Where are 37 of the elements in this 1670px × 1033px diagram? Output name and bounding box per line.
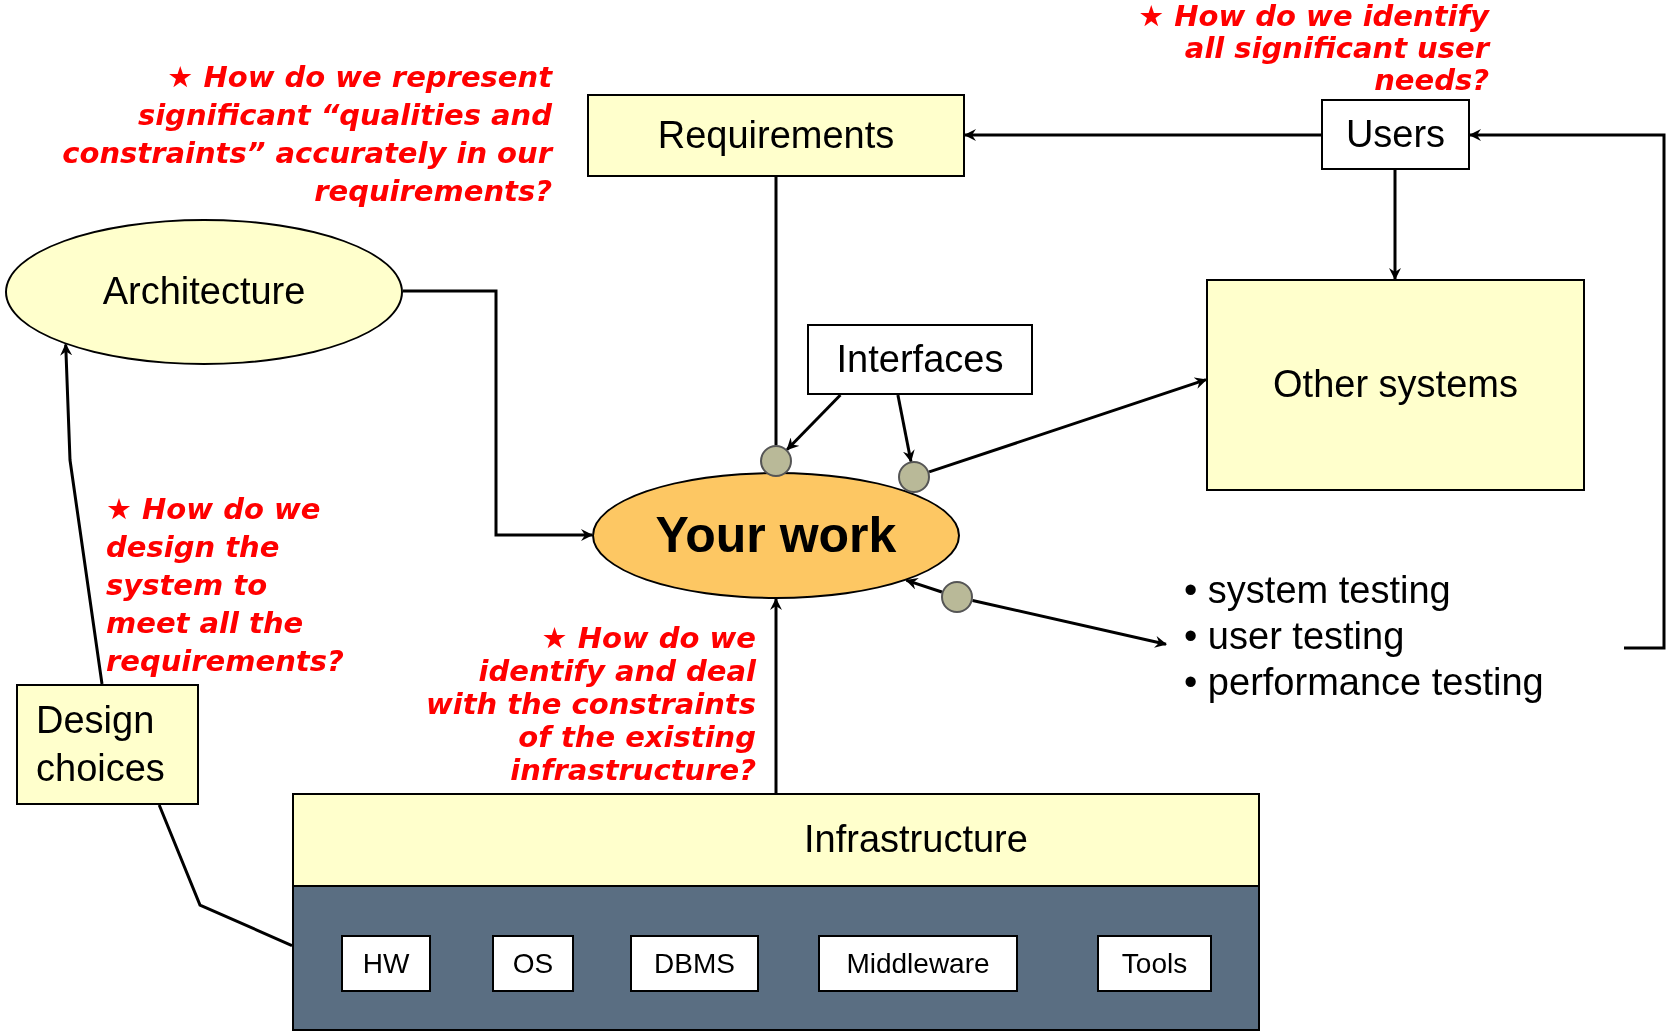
connector-dot [760,445,792,477]
arrow [972,599,1167,648]
process-box: HW [341,935,431,992]
list-item: • system testing [1184,568,1452,613]
process-box: DBMS [630,935,759,992]
question-note: ★ How do we identify all significant user needs? [1137,0,1489,96]
arrow [964,129,1321,141]
arrow [1469,129,1666,650]
list-item: • user testing [1184,614,1406,659]
connector-line [774,177,778,445]
process-box: Interfaces [807,324,1033,395]
layer-panel [292,793,1260,1031]
connector-dot [898,461,930,493]
process-box: Other systems [1206,279,1585,491]
question-note: ★ How do we identify and deal with the constraints of the existing infrastructure? [424,622,756,787]
arrow [905,578,943,594]
question-note: ★ How do we represent significant “qualities and constraints” accurately in our requirements? [61,59,552,210]
list-item: • performance testing [1184,660,1545,705]
ellipse-node: Architecture [5,219,403,365]
process-box: Users [1321,99,1470,170]
ellipse-node: Your work [592,472,960,599]
process-box: Tools [1097,935,1212,992]
arrow [896,394,915,463]
arrow [60,343,104,685]
arrow [1389,170,1401,280]
arrow [770,598,782,793]
process-box: Design choices [16,684,199,805]
process-box: OS [492,935,574,992]
process-box: Requirements [587,94,965,177]
arrow [928,377,1207,474]
connector-dot [941,581,973,613]
question-note: ★ How do we design the system to meet all the requirements? [106,491,345,680]
connector-line [157,804,293,947]
arrow [786,393,842,451]
process-box: Middleware [818,935,1018,992]
layer-title: Infrastructure [804,817,1028,861]
arrow [403,289,593,541]
